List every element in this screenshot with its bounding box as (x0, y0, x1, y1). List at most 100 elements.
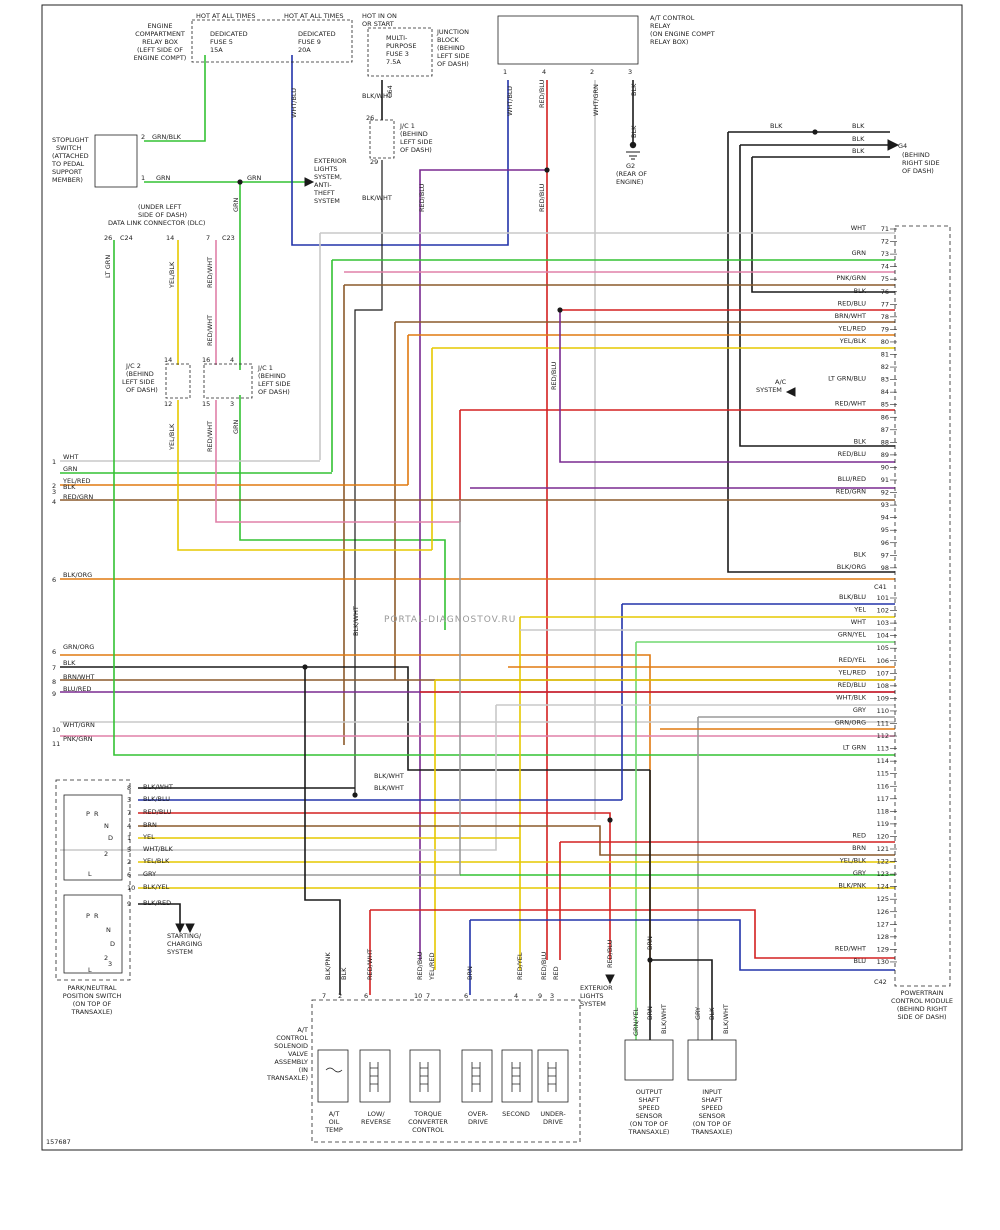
pcm-pin-number: 109 (877, 694, 889, 702)
label-line: TRANSAXLE) (71, 1008, 113, 1016)
g4-label: (BEHIND (902, 151, 930, 159)
pcm-pin-number: 129 (877, 945, 889, 953)
position-label: P (86, 810, 90, 818)
wire-pns-gry (138, 500, 461, 876)
position-label: 2 (104, 850, 108, 858)
junction-dots (237, 129, 818, 963)
ext-lights-bottom-label: EXTERIOR (580, 984, 613, 992)
left-wire-number: 7 (52, 664, 56, 672)
oss-label: OUTPUT SHAFT SPEED SENSOR (ON TOP OF TRA… (628, 1088, 670, 1136)
left-wire-label: WHT/GRN (63, 721, 95, 729)
wire-wht-71 (319, 232, 895, 460)
solenoid-pin-number: 4 (514, 992, 518, 1000)
left-wire-labels: 1WHTGRN2YEL/RED3BLK4RED/GRN6BLK/ORG6GRN/… (52, 453, 95, 748)
left-wire-number: 3 (52, 488, 56, 496)
label-line: OIL (329, 1118, 340, 1126)
pcm-pin-wire: WHT (851, 224, 866, 232)
jc-right-label: OF DASH) (258, 388, 290, 396)
pcm-pin-number: 95 (881, 526, 889, 534)
wire-oss-blk (650, 959, 713, 1040)
pns-switch-b (63, 894, 123, 974)
wire-label: LT GRN (104, 255, 112, 278)
relay-pin: 1 (503, 68, 507, 76)
ext-lights-label: LIGHTS (314, 165, 338, 173)
pcm-pin-number: 94 (881, 514, 889, 522)
junction-dot (237, 179, 243, 185)
wire-label: GRN/YEL (632, 1007, 640, 1036)
pns-pin-wire: RED/BLU (143, 808, 172, 816)
position-label: 2 (104, 954, 108, 962)
pcm-pin-number: 110 (877, 707, 889, 715)
wire-pns-brn (138, 825, 895, 856)
starting-label: STARTING/ (167, 932, 202, 940)
ext-lights-label: EXTERIOR (314, 157, 347, 165)
starting-label: SYSTEM (167, 948, 193, 956)
solenoid-wire-label: BLK/PNK (324, 952, 332, 980)
starting-label: CHARGING (167, 940, 202, 948)
g2-label: ENGINE) (616, 178, 643, 186)
pcm-box (894, 225, 951, 987)
pcm-pin-wire: YEL/BLK (839, 337, 867, 345)
coil-icon (471, 1062, 481, 1092)
wire-brn-wht-78 (394, 321, 895, 680)
wire-label: BLK (770, 122, 783, 130)
wire-label: RED/BLU (550, 361, 558, 390)
pcm-pin-wire: YEL/RED (837, 668, 866, 676)
pcm-pin-number: 80 (881, 338, 889, 346)
pcm-pin-wire: RED/WHT (835, 400, 866, 408)
arrow-starting-icon (175, 923, 195, 934)
pcm-pin-number: 111 (877, 720, 889, 728)
dlc-label: DATA LINK CONNECTOR (DLC) (108, 219, 205, 227)
pns-pin-number: 6 (127, 871, 131, 879)
wire-label: BLK (630, 83, 638, 96)
solenoid-wire-label: BLK (340, 967, 348, 980)
pin-label: 3 (230, 400, 234, 408)
hot-in-on-label: OR START (362, 20, 394, 28)
solenoid-wire-label: RED/YEL (516, 952, 524, 980)
wire-label: WHT/BLU (506, 86, 514, 116)
label-line: SIDE OF DASH) (897, 1013, 946, 1021)
pcm-pin-wire: WHT/BLK (836, 693, 867, 701)
wire-label: RED/BLU (606, 939, 614, 968)
pcm-pin-wire: RED/WHT (835, 944, 866, 952)
position-label: L (88, 870, 92, 878)
label-line: (ON TOP OF (630, 1120, 669, 1128)
label-line: (ON TOP OF (73, 1000, 112, 1008)
wire-label: BRN (646, 936, 654, 950)
pns-pin-number: 1 (127, 834, 131, 842)
label-line: REVERSE (361, 1118, 391, 1126)
pcm-pin-number: 89 (881, 451, 889, 459)
left-wire-label: BRN/WHT (63, 673, 94, 681)
junction-dot (544, 167, 550, 173)
pcm-pin-wire: WHT (851, 618, 866, 626)
pns-pin-number: 3 (127, 796, 131, 804)
label-line: OVER- (468, 1110, 489, 1118)
jb-label: (BEHIND (437, 44, 465, 52)
jc1-box (369, 119, 395, 159)
pcm-pin-wire: YEL/RED (837, 324, 866, 332)
left-wire-label: YEL/RED (62, 477, 91, 485)
pcm-pin-number: 126 (877, 908, 889, 916)
pcm-pin-wire: LT GRN (843, 744, 866, 752)
label-line: CONVERTER (408, 1118, 448, 1126)
pcm-pin-number: 84 (881, 388, 889, 396)
stoplight-switch-box (94, 134, 138, 188)
wire-grn-73 (331, 259, 895, 472)
jc1-label: LEFT SIDE (400, 138, 433, 146)
pns-pin-number: 4 (127, 822, 131, 830)
left-wire-label: GRN (63, 465, 78, 473)
pcm-pin-number: 124 (877, 883, 889, 891)
solenoid-wire-label: RED/WHT (366, 949, 374, 980)
jb-label: JUNCTION (436, 28, 469, 36)
pcm-pin-number: 115 (877, 770, 889, 778)
pcm-pin-number: 130 (877, 958, 889, 966)
left-wire-label: WHT (63, 453, 78, 461)
g4-label: G4 (898, 142, 907, 150)
left-wire-number: 6 (52, 576, 56, 584)
wire-label: RED/BLU (538, 183, 546, 212)
wire-yel-blk-dlc (177, 240, 432, 551)
coil-icon (547, 1062, 557, 1092)
pcm-pin-number: 71 (881, 225, 889, 233)
junction-dot (302, 664, 308, 670)
